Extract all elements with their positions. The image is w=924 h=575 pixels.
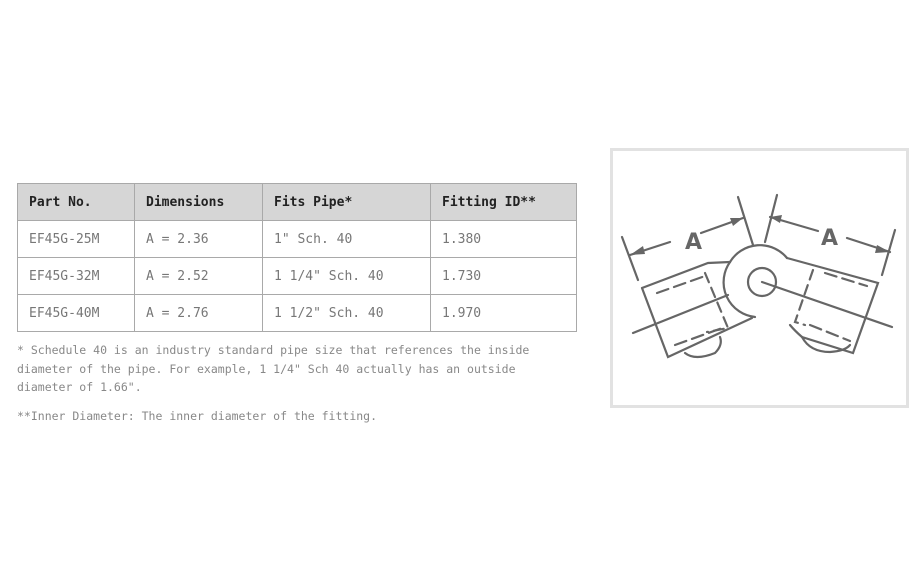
cell-part-no: EF45G-25M [17,220,135,258]
header-dimensions: Dimensions [134,183,263,221]
elbow-fitting-drawing: A A [620,193,897,359]
inner-diameter-note: **Inner Diameter: The inner diameter of … [17,409,378,423]
dimension-label-right: A [821,226,838,251]
table-header-row: Part No. Dimensions Fits Pipe* Fitting I… [17,183,577,221]
cell-fitting-id: 1.380 [430,220,577,258]
cell-dimensions: A = 2.36 [134,220,263,258]
cell-part-no: EF45G-32M [17,257,135,295]
cell-fits-pipe: 1 1/4" Sch. 40 [262,257,431,295]
specs-table: Part No. Dimensions Fits Pipe* Fitting I… [17,183,577,332]
cell-fits-pipe: 1" Sch. 40 [262,220,431,258]
arrowheads [630,215,890,255]
cell-fits-pipe: 1 1/2" Sch. 40 [262,294,431,332]
cell-fitting-id: 1.730 [430,257,577,295]
fitting-diagram: A A [610,148,909,408]
table-row: EF45G-40M A = 2.76 1 1/2" Sch. 40 1.970 [17,294,577,332]
dimension-label-left: A [685,230,702,255]
cell-dimensions: A = 2.76 [134,294,263,332]
cell-dimensions: A = 2.52 [134,257,263,295]
cell-part-no: EF45G-40M [17,294,135,332]
table-row: EF45G-25M A = 2.36 1" Sch. 40 1.380 [17,220,577,258]
table-row: EF45G-32M A = 2.52 1 1/4" Sch. 40 1.730 [17,257,577,295]
header-fits-pipe: Fits Pipe* [262,183,431,221]
header-part-no: Part No. [17,183,135,221]
header-fitting-id: Fitting ID** [430,183,577,221]
cell-fitting-id: 1.970 [430,294,577,332]
schedule-note: * Schedule 40 is an industry standard pi… [17,343,530,394]
